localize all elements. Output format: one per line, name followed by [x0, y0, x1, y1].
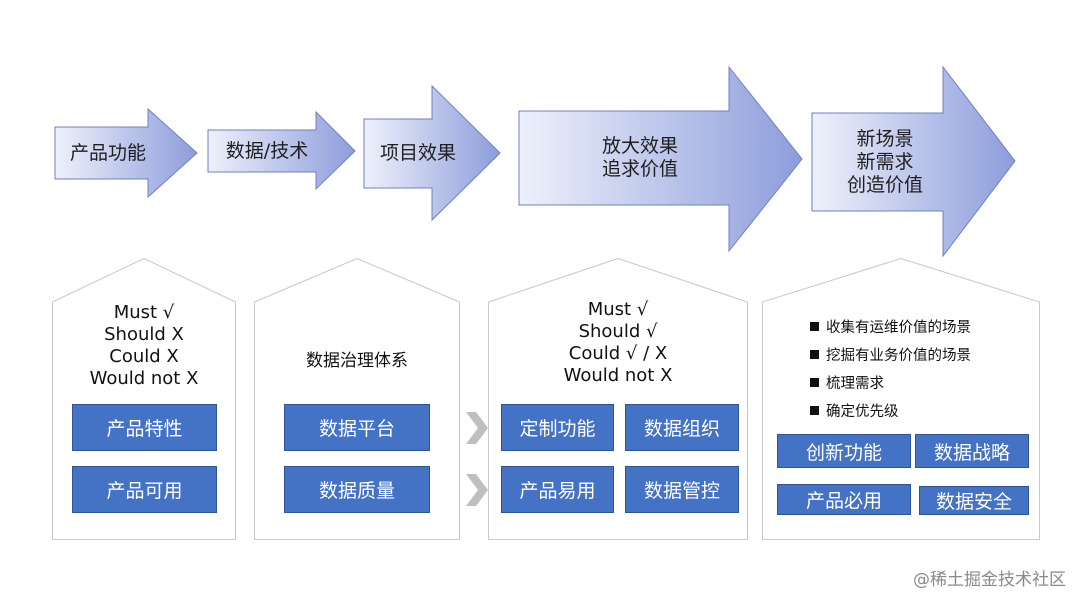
- box-data-organization: 数据组织: [625, 404, 739, 451]
- watermark: @稀土掘金技术社区: [913, 570, 1066, 590]
- chevron-upper: [466, 412, 488, 444]
- box-product-feature: 产品特性: [72, 404, 217, 451]
- house-2-title: 数据治理体系: [306, 351, 408, 371]
- house-4-bullet-list: 收集有运维价值的场景 挖掘有业务价值的场景 梳理需求 确定优先级: [810, 314, 971, 426]
- bullet-item: 确定优先级: [810, 398, 971, 426]
- flow-arrow-2: [207, 110, 356, 191]
- flow-3-line-1: 项目效果: [379, 142, 456, 164]
- box-product-usable: 产品可用: [72, 466, 217, 513]
- flow-label-5: 新场景 新需求 创造价值: [820, 113, 950, 211]
- priority-would-not: Would not X: [89, 368, 199, 389]
- flow-4-line-2: 追求价值: [601, 158, 678, 180]
- house-3: Must √ Should √ Could √ / X Would not X …: [488, 258, 748, 540]
- box-data-strategy: 数据战略: [915, 434, 1029, 468]
- priority-would-not: Would not X: [563, 365, 673, 386]
- chevron-lower: [466, 474, 488, 506]
- house-4: 收集有运维价值的场景 挖掘有业务价值的场景 梳理需求 确定优先级 创新功能 数据…: [762, 258, 1040, 540]
- box-product-easy-to-use: 产品易用: [501, 466, 614, 513]
- box-product-must-use: 产品必用: [777, 484, 911, 515]
- bullet-item: 收集有运维价值的场景: [810, 314, 971, 342]
- house-1: Must √ Should X Could X Would not X 产品特性…: [52, 258, 236, 540]
- flow-label-3: 项目效果: [368, 119, 468, 188]
- box-data-platform: 数据平台: [284, 404, 430, 451]
- flow-5-line-1: 新场景: [856, 127, 914, 150]
- house-1-priority-list: Must √ Should X Could X Would not X: [52, 302, 236, 390]
- priority-could: Could √ / X: [568, 343, 668, 364]
- priority-should: Should √: [578, 321, 658, 342]
- flow-5-line-2: 新需求: [856, 150, 914, 173]
- flow-arrow-1: [54, 107, 198, 199]
- flow-1-line-1: 产品功能: [69, 141, 146, 164]
- priority-could: Could X: [109, 346, 179, 367]
- house-3-priority-list: Must √ Should √ Could √ / X Would not X: [488, 299, 748, 387]
- box-data-security: 数据安全: [919, 486, 1029, 515]
- bullet-item: 挖掘有业务价值的场景: [810, 342, 971, 370]
- flow-label-1: 产品功能: [58, 127, 158, 179]
- flow-arrow-3: [363, 84, 501, 222]
- flow-2-line-1: 数据/技术: [225, 139, 309, 162]
- house-2: 数据治理体系 数据平台 数据质量: [254, 258, 460, 540]
- flow-label-4: 放大效果 追求价值: [560, 111, 720, 205]
- flow-arrow-4: [518, 65, 803, 253]
- box-data-quality: 数据质量: [284, 466, 430, 513]
- flow-4-line-1: 放大效果: [601, 135, 678, 157]
- box-innovative-feature: 创新功能: [777, 434, 911, 468]
- flow-label-2: 数据/技术: [212, 130, 322, 172]
- priority-must: Must √: [587, 299, 649, 320]
- priority-should: Should X: [104, 324, 184, 345]
- bullet-item: 梳理需求: [810, 370, 971, 398]
- priority-must: Must √: [113, 302, 175, 323]
- box-data-control: 数据管控: [625, 466, 739, 513]
- box-custom-feature: 定制功能: [501, 404, 614, 451]
- flow-5-line-3: 创造价值: [846, 173, 923, 196]
- flow-arrow-5: [811, 65, 1016, 258]
